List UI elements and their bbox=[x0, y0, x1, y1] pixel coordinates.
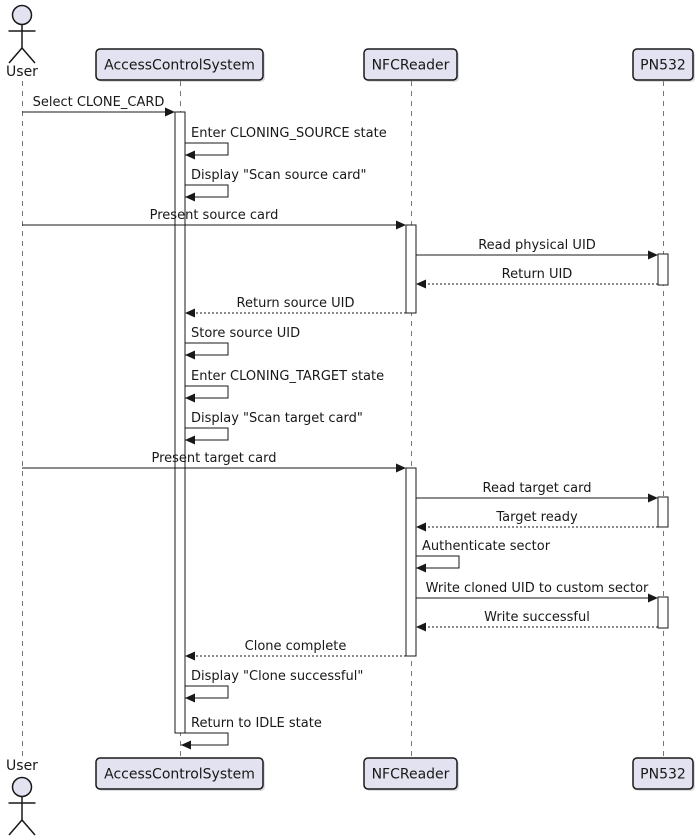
message-label: Select CLONE_CARD bbox=[33, 95, 165, 110]
arrowhead-icon bbox=[185, 693, 195, 703]
arrowhead-icon bbox=[416, 522, 426, 532]
message-label: Display "Scan target card" bbox=[191, 411, 363, 426]
arrowhead-icon bbox=[648, 593, 658, 603]
participant-label: PN532 bbox=[640, 58, 686, 74]
arrowhead-icon bbox=[416, 279, 426, 289]
arrowhead-icon bbox=[396, 463, 406, 473]
activation-bar-accesscontrolsystem bbox=[174, 111, 186, 734]
actor-bottom-leg-icon bbox=[8, 819, 23, 836]
participant-box-top-nfcreader bbox=[363, 48, 458, 81]
message-label: Return to IDLE state bbox=[191, 716, 322, 731]
arrowhead-icon bbox=[185, 435, 195, 445]
message-label: Return source UID bbox=[237, 296, 355, 311]
participant-label: AccessControlSystem bbox=[104, 58, 255, 74]
arrowhead-icon bbox=[416, 563, 426, 573]
arrowhead-icon bbox=[648, 493, 658, 503]
message-label: Display "Scan source card" bbox=[191, 168, 367, 183]
arrowhead-icon bbox=[185, 350, 195, 360]
arrowhead-icon bbox=[416, 622, 426, 632]
arrowhead-icon bbox=[185, 308, 195, 318]
message-label: Store source UID bbox=[191, 326, 300, 341]
actor-bottom-label: User bbox=[6, 758, 38, 774]
participant-box-bottom-accesscontrolsystem bbox=[95, 757, 264, 790]
arrowhead-icon bbox=[181, 740, 191, 750]
actor-bottom-leg-icon bbox=[21, 819, 36, 836]
self-message-line bbox=[185, 385, 229, 399]
actor-top-head-icon bbox=[11, 4, 33, 26]
activation-bar-pn532 bbox=[657, 496, 669, 528]
arrowhead-icon bbox=[648, 250, 658, 260]
activation-bar-pn532 bbox=[657, 596, 669, 629]
actor-top-leg-icon bbox=[8, 47, 23, 64]
message-label: Read target card bbox=[483, 481, 592, 496]
message-label: Authenticate sector bbox=[422, 539, 551, 554]
participant-box-bottom-nfcreader bbox=[363, 757, 458, 790]
self-message-line bbox=[185, 685, 229, 699]
message-label: Write successful bbox=[484, 610, 590, 625]
message-label: Write cloned UID to custom sector bbox=[426, 581, 649, 596]
participant-box-bottom-pn532 bbox=[632, 757, 694, 790]
message-label: Enter CLONING_SOURCE state bbox=[191, 126, 387, 141]
self-message-line bbox=[185, 342, 229, 356]
arrowhead-icon bbox=[185, 393, 195, 403]
activation-bar-nfcreader bbox=[405, 467, 417, 657]
message-label: Clone complete bbox=[245, 639, 347, 654]
activation-bar-pn532 bbox=[657, 253, 669, 286]
self-message-line bbox=[185, 427, 229, 441]
participant-label: PN532 bbox=[640, 767, 686, 783]
actor-top-leg-icon bbox=[21, 47, 36, 64]
message-label: Return UID bbox=[502, 267, 573, 282]
participant-label: NFCReader bbox=[372, 767, 450, 783]
arrowhead-icon bbox=[185, 192, 195, 202]
message-label: Enter CLONING_TARGET state bbox=[191, 369, 384, 384]
message-label: Target ready bbox=[495, 510, 578, 525]
message-label: Display "Clone successful" bbox=[191, 669, 363, 684]
participant-box-top-accesscontrolsystem bbox=[95, 48, 264, 81]
activation-bar-nfcreader bbox=[405, 224, 417, 314]
participant-box-top-pn532 bbox=[632, 48, 694, 81]
participant-label: NFCReader bbox=[372, 58, 450, 74]
participant-label: AccessControlSystem bbox=[104, 767, 255, 783]
message-label: Present target card bbox=[151, 451, 276, 466]
message-label: Read physical UID bbox=[478, 238, 596, 253]
arrowhead-icon bbox=[185, 651, 195, 661]
actor-bottom-head-icon bbox=[11, 776, 33, 798]
actor-top-label: User bbox=[6, 64, 38, 80]
arrowhead-icon bbox=[396, 220, 406, 230]
self-message-line bbox=[185, 184, 229, 198]
arrowhead-icon bbox=[185, 150, 195, 160]
message-label: Present source card bbox=[150, 208, 279, 223]
self-message-line bbox=[416, 555, 460, 569]
self-message-line bbox=[181, 732, 229, 746]
self-message-line bbox=[185, 142, 229, 156]
arrowhead-icon bbox=[165, 107, 175, 117]
